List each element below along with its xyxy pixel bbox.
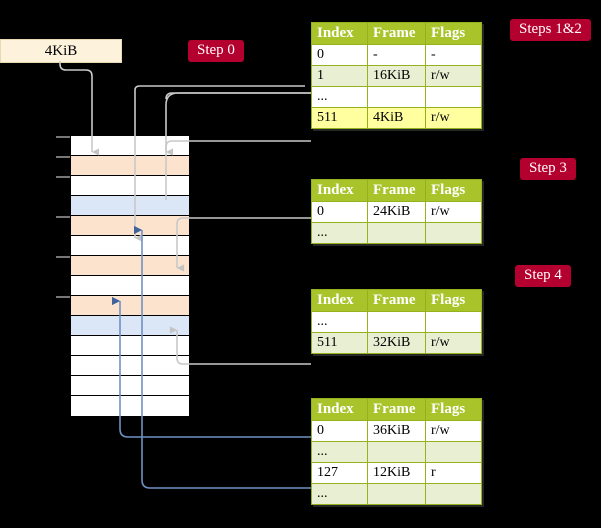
cell-frame: 4KiB xyxy=(367,107,426,129)
cell-frame xyxy=(367,86,426,108)
memory-frame-row xyxy=(71,396,189,416)
wire-cr3-lane-top xyxy=(134,85,305,91)
column-header-index: Index xyxy=(311,289,368,312)
column-header-index: Index xyxy=(311,179,368,202)
table-row: ... xyxy=(311,222,482,244)
memory-frame-row xyxy=(71,336,189,356)
column-header-flags: Flags xyxy=(425,289,482,312)
memory-row-tick xyxy=(56,136,70,138)
column-header-frame: Frame xyxy=(367,22,426,45)
cell-flags: r/w xyxy=(425,201,482,223)
cell-frame: 16KiB xyxy=(367,65,426,87)
badge-step-3: Step 3 xyxy=(520,158,576,180)
memory-frame-row xyxy=(56,216,189,236)
memory-row-tick xyxy=(56,216,70,218)
table-row: 0-- xyxy=(311,44,482,66)
memory-frame-row xyxy=(71,376,189,396)
cell-frame xyxy=(367,441,426,463)
memory-frame-row xyxy=(56,256,189,276)
badge-step-4: Step 4 xyxy=(515,265,571,287)
memory-frame-row xyxy=(71,276,189,296)
memory-frame-row xyxy=(56,136,189,156)
cell-flags: r/w xyxy=(425,420,482,442)
cell-index: 511 xyxy=(311,332,368,354)
cell-index: ... xyxy=(311,86,368,108)
table-row: ... xyxy=(311,311,482,333)
table-row: ... xyxy=(311,483,482,505)
memory-frame-row xyxy=(56,176,189,196)
wire-step3 xyxy=(176,217,311,272)
column-header-frame: Frame xyxy=(367,179,426,202)
memory-row-tick xyxy=(56,156,70,158)
cell-flags: r/w xyxy=(425,65,482,87)
cell-frame: 36KiB xyxy=(367,420,426,442)
source-frame-box: 4KiB xyxy=(0,39,122,63)
column-header-flags: Flags xyxy=(425,22,482,45)
table-row: ... xyxy=(311,86,482,108)
memory-frame-row xyxy=(71,236,189,256)
cell-frame: 32KiB xyxy=(367,332,426,354)
column-header-flags: Flags xyxy=(425,179,482,202)
memory-frame-row xyxy=(71,196,189,216)
cell-flags: r xyxy=(425,462,482,484)
cell-frame xyxy=(367,483,426,505)
source-frame-label: 4KiB xyxy=(44,42,78,59)
cell-flags: r/w xyxy=(425,332,482,354)
cell-index: ... xyxy=(311,311,368,333)
cell-frame xyxy=(367,311,426,333)
memory-frame-row xyxy=(71,316,189,336)
cell-flags xyxy=(425,441,482,463)
cell-flags xyxy=(425,86,482,108)
cell-flags: - xyxy=(425,44,482,66)
table-row: ... xyxy=(311,441,482,463)
memory-row-tick xyxy=(56,296,70,298)
cell-frame: 12KiB xyxy=(367,462,426,484)
badge-steps-1-2: Steps 1&2 xyxy=(510,19,591,41)
badge-step-3-label: Step 3 xyxy=(529,160,567,176)
cell-flags xyxy=(425,311,482,333)
physical-memory-column xyxy=(56,135,190,416)
memory-row-tick xyxy=(56,256,70,258)
cell-index: 0 xyxy=(311,201,368,223)
column-header-flags: Flags xyxy=(425,398,482,421)
badge-step-0: Step 0 xyxy=(188,40,244,62)
column-header-index: Index xyxy=(311,22,368,45)
cell-frame: - xyxy=(367,44,426,66)
cell-flags: r/w xyxy=(425,107,482,129)
column-header-index: Index xyxy=(311,398,368,421)
column-header-frame: Frame xyxy=(367,289,426,312)
cell-index: ... xyxy=(311,222,368,244)
wire-step4 xyxy=(169,326,311,365)
cell-index: 511 xyxy=(311,107,368,129)
cell-index: 0 xyxy=(311,44,368,66)
cell-frame xyxy=(367,222,426,244)
cell-index: 127 xyxy=(311,462,368,484)
cell-index: ... xyxy=(311,483,368,505)
badge-step-4-label: Step 4 xyxy=(524,267,562,283)
wire-step2-seg-a xyxy=(165,92,311,100)
cell-flags xyxy=(425,222,482,244)
memory-frame-row xyxy=(56,156,189,176)
column-header-frame: Frame xyxy=(367,398,426,421)
cell-flags xyxy=(425,483,482,505)
memory-frame-row xyxy=(71,356,189,376)
memory-row-tick xyxy=(56,176,70,178)
cell-index: ... xyxy=(311,441,368,463)
badge-step-0-label: Step 0 xyxy=(197,42,235,58)
memory-frame-row xyxy=(56,296,189,316)
cell-frame: 24KiB xyxy=(367,201,426,223)
cell-index: 1 xyxy=(311,65,368,87)
badge-steps-1-2-label: Steps 1&2 xyxy=(519,21,582,37)
cell-index: 0 xyxy=(311,420,368,442)
